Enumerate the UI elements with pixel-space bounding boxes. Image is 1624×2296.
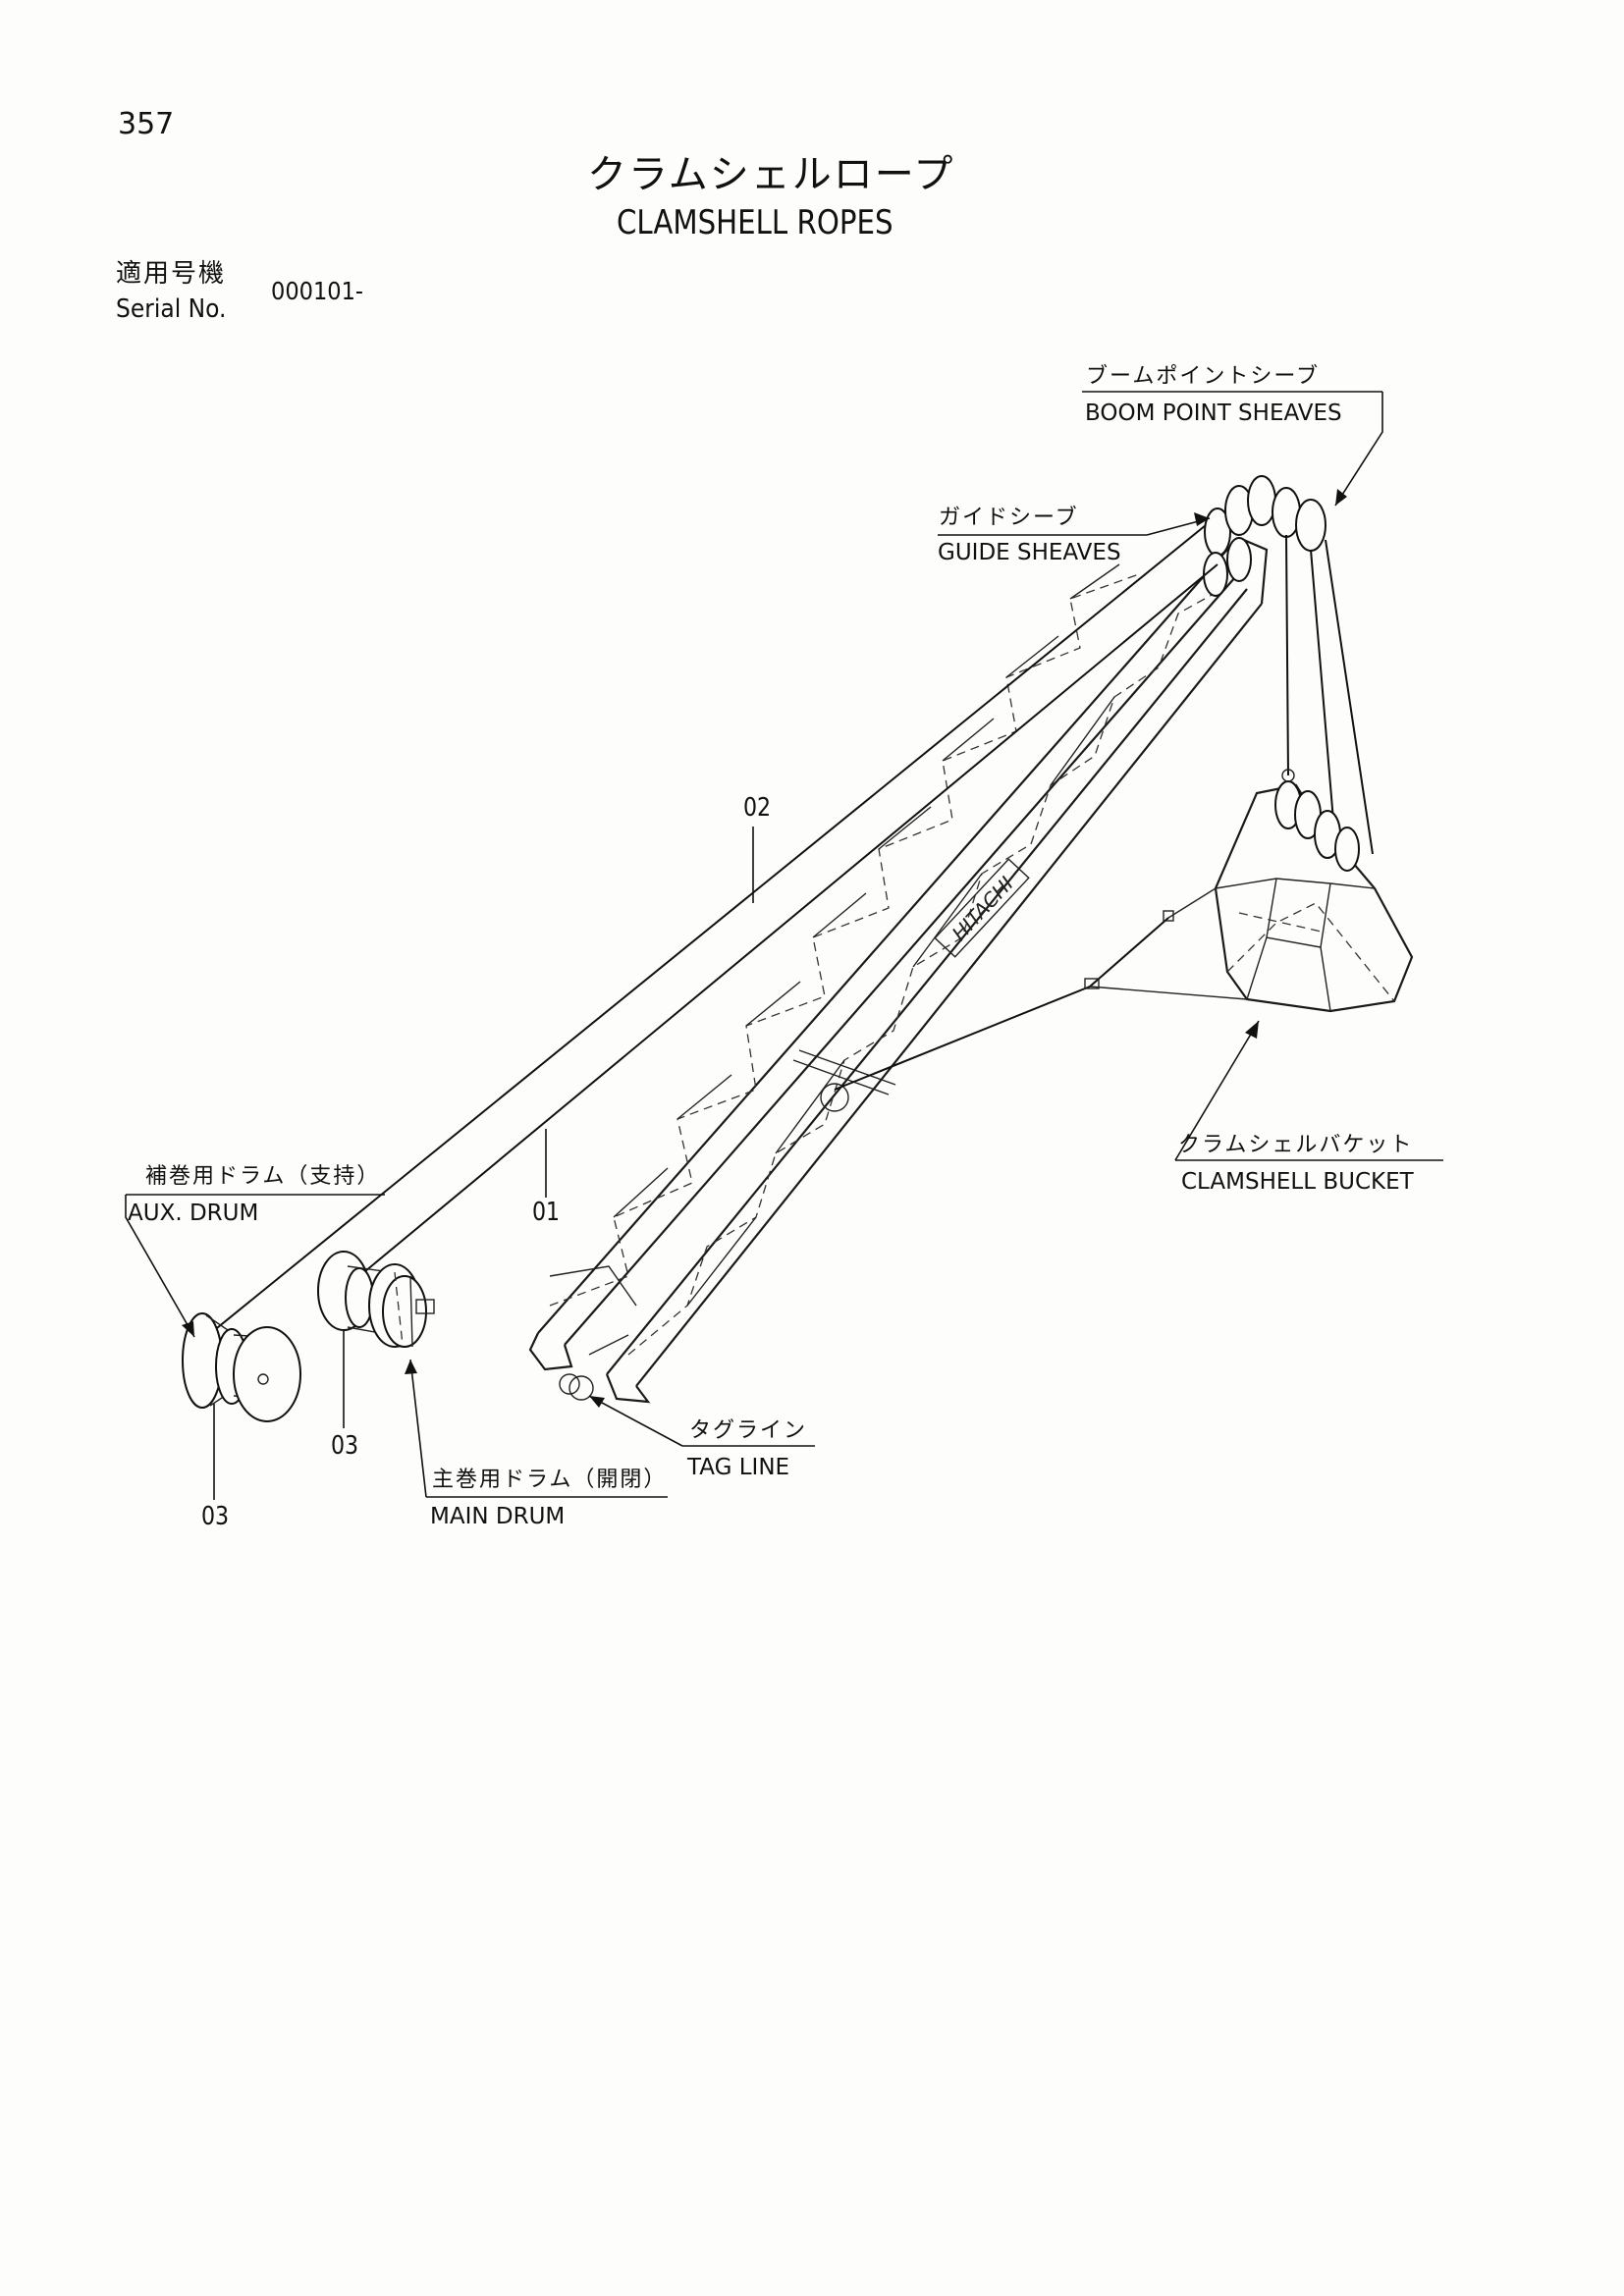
aux-drum-label-en: AUX. DRUM: [128, 1201, 259, 1226]
boom-maker-marking: HITACHI: [947, 872, 1018, 945]
page-title-english: CLAMSHELL ROPES: [617, 203, 893, 242]
page-title-japanese: クラムシェルロープ: [587, 152, 955, 197]
lattice-boom: HITACHI: [528, 536, 1269, 1404]
clamshell-bucket-label-en: CLAMSHELL BUCKET: [1181, 1169, 1414, 1195]
aux-drum-part-ref: 03: [201, 1502, 230, 1531]
ropes: [195, 524, 1374, 1346]
page-number: 357: [118, 107, 175, 141]
main-drum-part-ref: 03: [331, 1431, 359, 1461]
main-drum-label-en: MAIN DRUM: [430, 1504, 566, 1529]
guide-sheaves-label-en: GUIDE SHEAVES: [938, 540, 1121, 565]
tag-line-label-jp: タグライン: [689, 1418, 808, 1443]
guide-sheaves: [1203, 537, 1252, 597]
main-drum-label-jp: 主巻用ドラム（開閉）: [432, 1468, 668, 1492]
aux-drum-drawing: [182, 1312, 301, 1422]
serial-number-value: 000101-: [271, 277, 364, 305]
serial-label-english: Serial No.: [116, 294, 227, 324]
rope-01-ref: 01: [532, 1198, 561, 1227]
boom-point-sheaves: [1204, 475, 1326, 557]
guide-sheaves-label-jp: ガイドシーブ: [939, 506, 1079, 530]
serial-label-japanese: 適用号機: [116, 259, 227, 289]
clamshell-bucket-label-jp: クラムシェルバケット: [1178, 1133, 1414, 1157]
clamshell-bucket-drawing: [1084, 769, 1414, 1013]
boom-point-sheaves-label-jp: ブームポイントシーブ: [1086, 364, 1321, 389]
aux-drum-label-jp: 補巻用ドラム（支持）: [145, 1164, 381, 1189]
boom-point-sheaves-label-en: BOOM POINT SHEAVES: [1085, 400, 1342, 426]
main-drum-drawing: [317, 1251, 435, 1348]
rope-02-ref: 02: [743, 793, 772, 823]
tag-line-label-en: TAG LINE: [687, 1455, 790, 1480]
